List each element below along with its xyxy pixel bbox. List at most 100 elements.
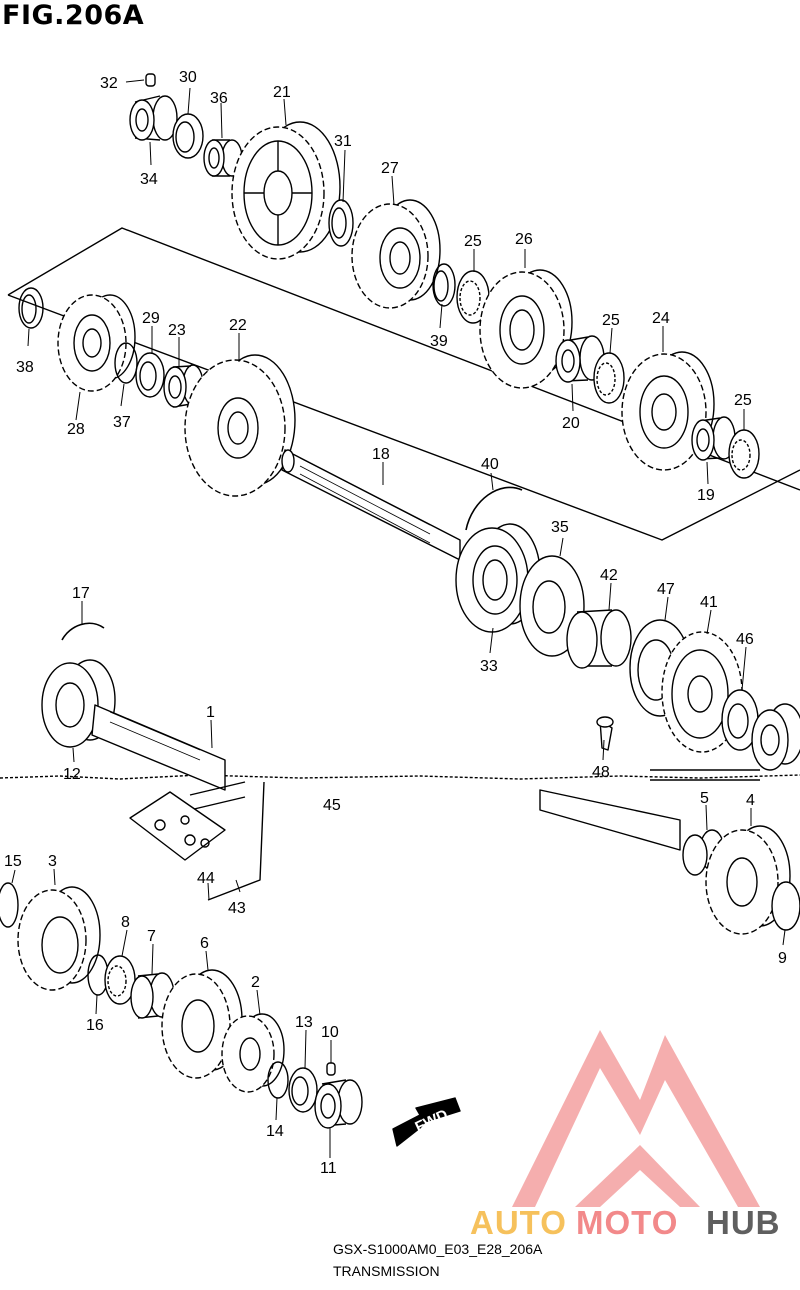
callout-5: 5 [700, 790, 709, 807]
callout-12: 12 [63, 766, 81, 783]
part-circlip-39 [432, 263, 456, 307]
part-gear-21 [231, 121, 341, 260]
part-washer-25 [728, 429, 760, 479]
callout-18: 18 [372, 446, 390, 463]
callout-44: 44 [197, 870, 215, 887]
part-driveshaft-1 [91, 704, 226, 791]
part-gear-27 [351, 199, 441, 309]
callout-38: 38 [16, 359, 34, 376]
part-circlip-15 [0, 882, 19, 928]
callout-37: 37 [113, 414, 131, 431]
callout-13: 13 [295, 1014, 313, 1031]
part-circlip-37 [114, 342, 138, 384]
part-bearing-34 [129, 95, 178, 141]
callout-48: 48 [592, 764, 610, 781]
callout-11: 11 [320, 1160, 337, 1177]
part-bearing-11 [314, 1079, 363, 1129]
callout-33: 33 [480, 658, 498, 675]
callout-25: 25 [734, 392, 752, 409]
callout-1: 1 [206, 704, 215, 721]
leader-lines [11, 79, 786, 1158]
callout-29: 29 [142, 310, 160, 327]
callout-25: 25 [602, 312, 620, 329]
callout-19: 19 [697, 487, 715, 504]
callout-27: 27 [381, 160, 399, 177]
watermark-text-moto: MOTO [576, 1204, 678, 1241]
callout-16: 16 [86, 1017, 104, 1034]
callout-36: 36 [210, 90, 228, 107]
callout-34: 34 [140, 171, 158, 188]
part-washer-25 [593, 352, 625, 404]
callout-10: 10 [321, 1024, 339, 1041]
watermark-text-hub: HUB [706, 1204, 781, 1241]
callout-2: 2 [251, 974, 260, 991]
part-pin-10 [326, 1062, 336, 1076]
figure-code: GSX-S1000AM0_E03_E28_206A [333, 1241, 543, 1257]
callout-25: 25 [464, 233, 482, 250]
part-bearing-33 [455, 523, 541, 633]
callout-41: 41 [700, 594, 718, 611]
part-bearing-right [751, 703, 800, 771]
fwd-direction-arrow: FWD [392, 1097, 461, 1147]
callout-17: 17 [72, 585, 90, 602]
callout-32: 32 [100, 75, 118, 92]
part-circlip-38 [18, 287, 44, 329]
callout-26: 26 [515, 231, 533, 248]
callout-24: 24 [652, 310, 670, 327]
torn-paper-edge [0, 774, 800, 780]
callout-9: 9 [778, 950, 787, 967]
callout-40: 40 [481, 456, 499, 473]
callout-14: 14 [266, 1123, 284, 1140]
part-gear-2 [221, 1013, 285, 1093]
part-chain-45 [189, 769, 760, 811]
part-pin-32 [145, 73, 156, 87]
callout-6: 6 [200, 935, 209, 952]
watermark-logo: AUTO MOTO HUB [470, 1030, 781, 1241]
part-gear-22 [184, 354, 296, 497]
callout-23: 23 [168, 322, 186, 339]
figure-caption: TRANSMISSION [333, 1263, 440, 1279]
callout-7: 7 [147, 928, 156, 945]
part-circlip-14 [267, 1061, 289, 1099]
callout-46: 46 [736, 631, 754, 648]
callout-30: 30 [179, 69, 197, 86]
part-chain-joint-44 [129, 791, 226, 861]
part-gear-28 [57, 294, 136, 392]
callout-39: 39 [430, 333, 448, 350]
callout-28: 28 [67, 421, 85, 438]
callout-15: 15 [4, 853, 22, 870]
part-washer-30 [172, 113, 204, 159]
callout-3: 3 [48, 853, 57, 870]
part-washer-25 [456, 270, 490, 324]
part-bolt-48 [596, 716, 614, 751]
callout-22: 22 [229, 317, 247, 334]
part-washer-29 [135, 352, 165, 398]
assembly-bracket-lines [7, 227, 800, 491]
callout-4: 4 [746, 792, 755, 809]
callout-20: 20 [562, 415, 580, 432]
watermark-text-auto: AUTO [470, 1204, 567, 1241]
callout-8: 8 [121, 914, 130, 931]
callout-42: 42 [600, 567, 618, 584]
watermark-triangle-mark [512, 1030, 760, 1207]
part-countershaft-18 [281, 449, 461, 561]
part-washer-13 [288, 1067, 318, 1113]
callout-47: 47 [657, 581, 675, 598]
callout-43: 43 [228, 900, 246, 917]
part-washer-9 [771, 881, 800, 931]
part-gear-3 [17, 886, 101, 991]
callout-21: 21 [273, 84, 291, 101]
callout-35: 35 [551, 519, 569, 536]
part-shaft-lower-right [539, 789, 681, 851]
callout-45: 45 [323, 797, 341, 814]
part-gear-4 [705, 825, 791, 935]
figure-title: FIG.206A [2, 0, 145, 31]
part-washer-31 [328, 199, 354, 247]
part-circlip-40 [465, 486, 523, 531]
part-circlip-17 [61, 622, 105, 641]
part-spacer-42 [566, 609, 632, 669]
part-gear-26 [479, 269, 573, 389]
kit-bracket-43 [207, 781, 265, 901]
